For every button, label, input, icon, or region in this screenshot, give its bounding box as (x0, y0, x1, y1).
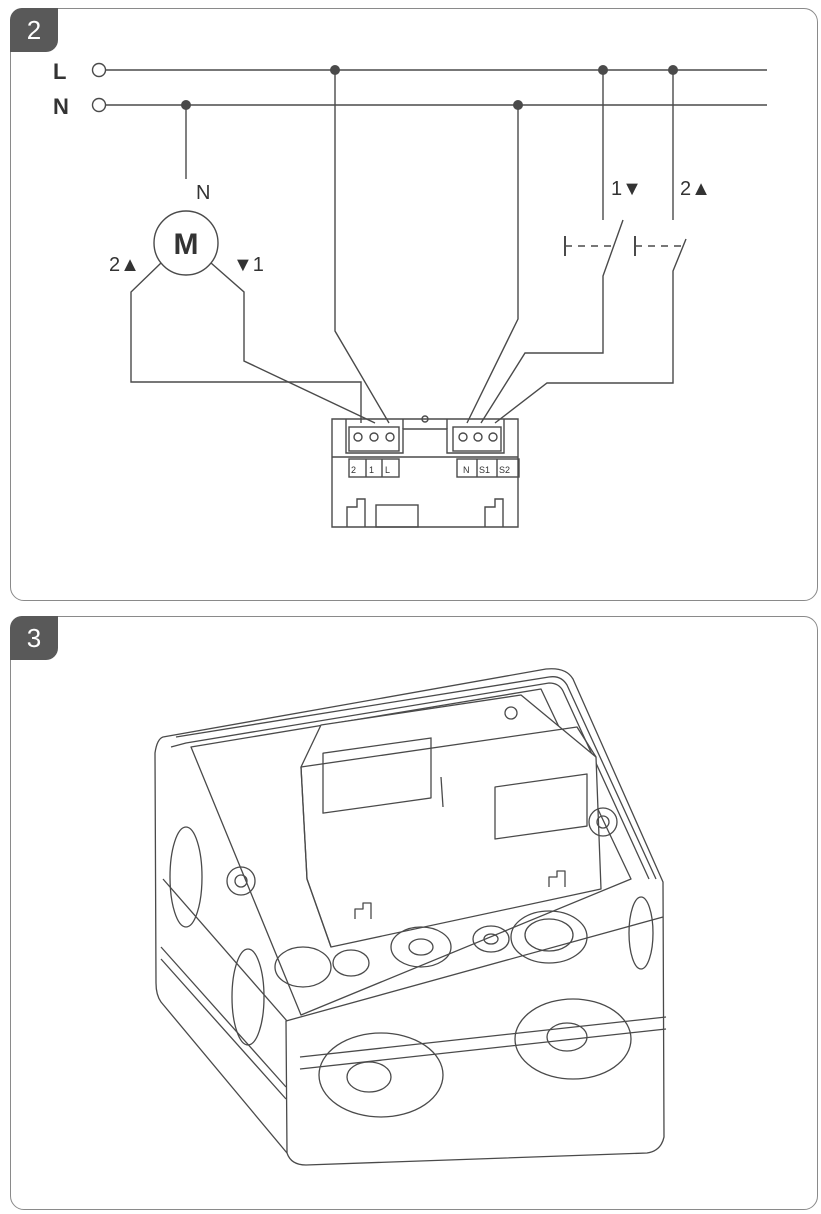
relay-module (331, 415, 520, 528)
wiring-diagram-panel: 2 (10, 8, 818, 601)
motor-dir-up-label: 2▲ (109, 254, 140, 276)
switch2-label: 2▲ (680, 178, 711, 200)
label-live: L (53, 59, 66, 84)
switch2-to-s2-wire (494, 238, 687, 424)
label-neutral: N (53, 94, 69, 119)
switch1-label: 1▼ (611, 178, 642, 200)
terminal-label-L: L (385, 465, 390, 475)
switch1-to-s1-wire (480, 219, 624, 424)
motor-dir-down-label: ▼1 (233, 254, 264, 276)
motor-symbol (153, 210, 219, 276)
wiring-diagram: L N N M 2▲ ▼1 1▼ 2▲ 2 1 L N S1 S2 (53, 59, 767, 528)
terminal-label-1: 1 (369, 465, 374, 475)
terminal-label-2: 2 (351, 465, 356, 475)
neutral-to-module-wire (466, 105, 519, 424)
motor-letter: M (174, 228, 199, 261)
live-to-module-wire (334, 70, 390, 424)
terminal-label-S1: S1 (479, 465, 490, 475)
panel-number-badge: 2 (10, 8, 58, 52)
motor-wire-2 (130, 262, 362, 423)
terminal-label-S2: S2 (499, 465, 510, 475)
junction-box-illustration (154, 668, 667, 1166)
live-terminal-circle (91, 62, 107, 78)
installation-illustration-panel: 3 (10, 616, 818, 1210)
motor-wire-1 (210, 262, 376, 424)
motor-neutral-label: N (196, 182, 210, 204)
panel-number-badge: 3 (10, 616, 58, 660)
neutral-terminal-circle (91, 97, 107, 113)
terminal-label-N: N (463, 465, 470, 475)
